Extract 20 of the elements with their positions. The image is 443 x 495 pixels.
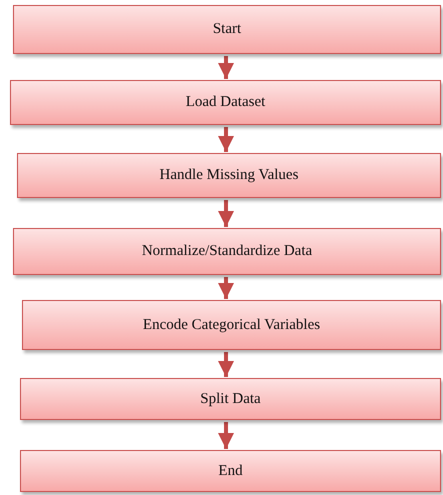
process-box bbox=[17, 153, 441, 198]
process-box bbox=[20, 450, 441, 492]
arrow bbox=[218, 200, 234, 227]
arrow bbox=[218, 277, 234, 299]
step-label: Normalize/Standardize Data bbox=[142, 243, 312, 260]
process-box bbox=[13, 228, 441, 275]
arrow bbox=[218, 422, 234, 449]
step-label: Load Dataset bbox=[186, 94, 266, 111]
process-box bbox=[20, 378, 441, 420]
step-label: Handle Missing Values bbox=[160, 167, 298, 184]
arrow bbox=[218, 56, 234, 79]
step-label: Start bbox=[212, 21, 242, 38]
step-label: Split Data bbox=[200, 390, 261, 408]
process-box bbox=[22, 300, 441, 350]
arrow bbox=[218, 127, 234, 152]
step-label: End bbox=[218, 462, 243, 480]
process-box bbox=[10, 80, 441, 125]
step-label: Encode Categorical Variables bbox=[142, 316, 320, 334]
process-box bbox=[13, 5, 441, 54]
arrow bbox=[218, 352, 234, 377]
